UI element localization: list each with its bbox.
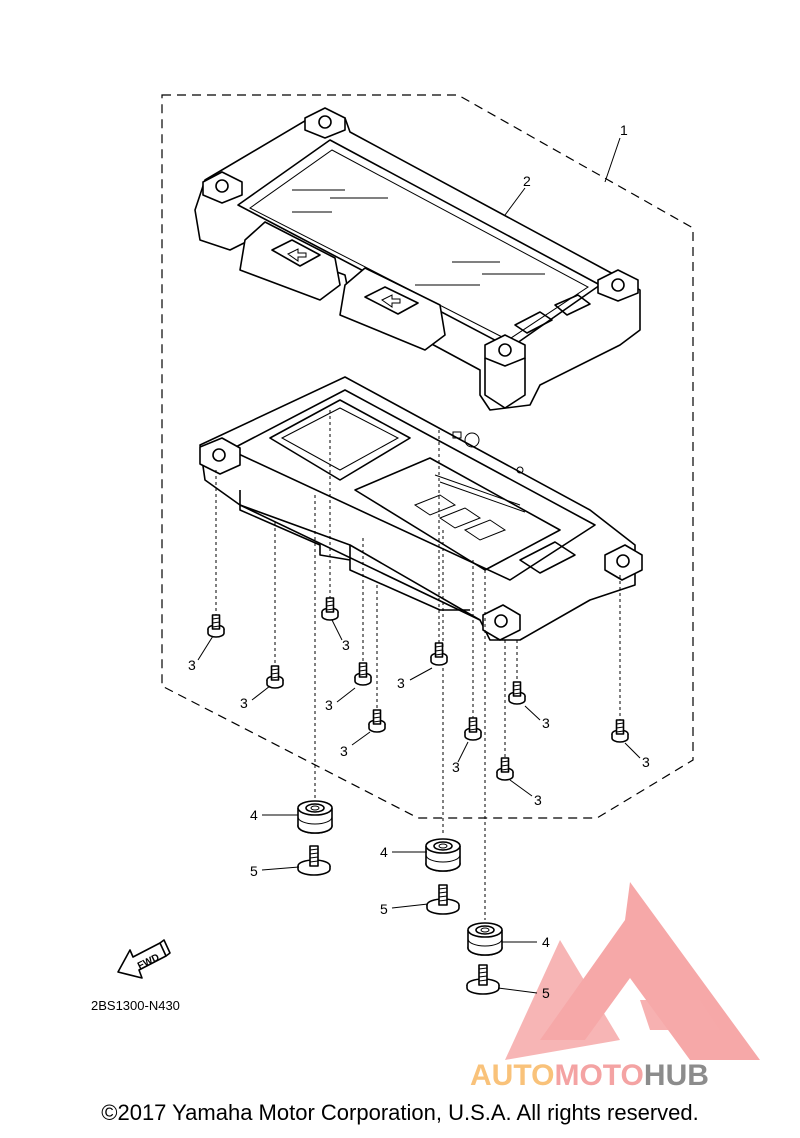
svg-text:AUTOMOTOHUB: AUTOMOTOHUB [470, 1059, 709, 1092]
left-button-housing [239, 221, 341, 301]
callout-3: 3 [342, 637, 350, 653]
screw [496, 757, 514, 781]
diagram-code: 2BS1300-N430 [91, 998, 180, 1013]
screw [321, 597, 339, 621]
screw [430, 642, 448, 666]
callout-4: 4 [380, 844, 388, 860]
automotohub-wordmark: AUTOMOTOHUB [470, 1059, 709, 1092]
callout-3: 3 [542, 715, 550, 731]
wordmark-hub: HUB [644, 1059, 709, 1092]
callout-leaders [197, 137, 641, 994]
grommet [425, 838, 461, 872]
corner-boss [202, 171, 243, 204]
corner-boss [304, 107, 346, 139]
stud-collar [466, 964, 500, 995]
wordmark-auto: AUTO [470, 1059, 554, 1092]
screw [508, 681, 526, 705]
callout-5: 5 [542, 985, 550, 1001]
corner-boss [484, 334, 526, 409]
meter-body [199, 376, 643, 641]
meter-cover [194, 107, 641, 411]
callout-4: 4 [542, 934, 550, 950]
callout-3: 3 [534, 792, 542, 808]
callout-3: 3 [452, 759, 460, 775]
screw [354, 662, 372, 686]
screw [611, 719, 629, 743]
callout-2: 2 [523, 173, 531, 189]
screw [368, 709, 386, 733]
stud-collar [426, 884, 460, 915]
callout-3: 3 [188, 657, 196, 673]
callout-3: 3 [340, 743, 348, 759]
screw-centerlines [215, 410, 621, 920]
stud-collar [297, 845, 331, 876]
screw [464, 717, 482, 741]
mount-ear [482, 604, 521, 641]
copyright-notice: ©2017 Yamaha Motor Corporation, U.S.A. A… [101, 1100, 699, 1125]
mount-ear [199, 437, 241, 475]
screw [266, 665, 284, 689]
grommet [297, 800, 333, 834]
callout-5: 5 [250, 863, 258, 879]
mount-ear [604, 544, 643, 581]
fwd-arrow-icon: FWD [117, 939, 171, 979]
callout-3: 3 [240, 695, 248, 711]
screw [207, 614, 225, 638]
wordmark-moto: MOTO [554, 1059, 643, 1092]
callout-3: 3 [642, 754, 650, 770]
grommet [467, 922, 503, 956]
callout-5: 5 [380, 901, 388, 917]
callout-4: 4 [250, 807, 258, 823]
right-button-housing [339, 267, 446, 351]
corner-boss [597, 269, 639, 302]
callout-1: 1 [620, 122, 628, 138]
callout-3: 3 [325, 697, 333, 713]
automotohub-logo [505, 882, 760, 1060]
callout-3: 3 [397, 675, 405, 691]
